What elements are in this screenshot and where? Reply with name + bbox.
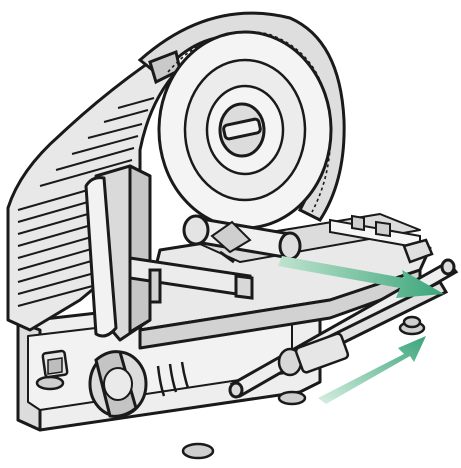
blade-hub [218, 102, 266, 158]
pusher-arm [128, 256, 254, 304]
base-vents [156, 361, 190, 397]
pusher-handle [182, 214, 302, 264]
motion-arrows [278, 256, 444, 404]
return-arrow [318, 336, 426, 404]
rod-bracket [402, 238, 434, 329]
pusher-plate [84, 164, 152, 342]
thickness-knob [88, 350, 148, 418]
push-arrow [278, 256, 444, 298]
power-switch [41, 349, 69, 379]
rod-collar [277, 332, 350, 377]
